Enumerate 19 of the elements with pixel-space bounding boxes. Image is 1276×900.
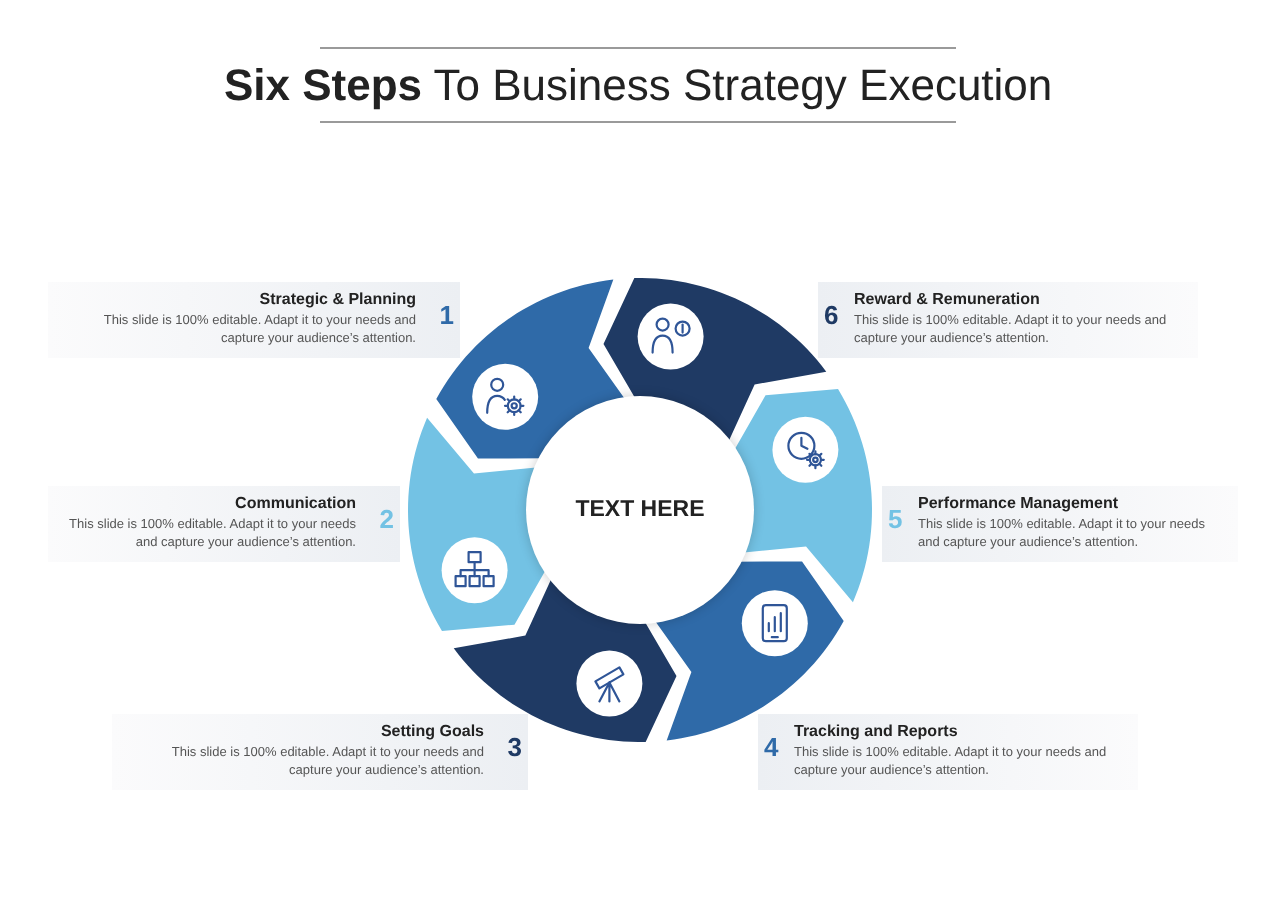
step-number: 3: [507, 734, 522, 762]
step-heading: Reward & Remuneration: [854, 290, 1042, 310]
text-panel: [758, 714, 1138, 790]
text-panel: [818, 282, 1198, 358]
step-heading: Tracking and Reports: [794, 722, 960, 742]
step-number: 2: [379, 506, 394, 534]
text-panel: [48, 282, 460, 358]
step-number: 6: [824, 302, 839, 330]
page-title: Six Steps To Business Strategy Execution: [224, 60, 1053, 112]
center-label: TEXT HERE: [575, 498, 705, 522]
step-number: 4: [764, 734, 779, 762]
arrow-segment: [408, 417, 548, 631]
text-panel: [112, 714, 528, 790]
step-heading: Performance Management: [918, 494, 1121, 514]
step-heading: Setting Goals: [378, 722, 484, 742]
step-number: 1: [439, 302, 454, 330]
step-heading: Communication: [233, 494, 356, 514]
step-number: 5: [888, 506, 903, 534]
step-heading: Strategic & Planning: [257, 290, 416, 310]
